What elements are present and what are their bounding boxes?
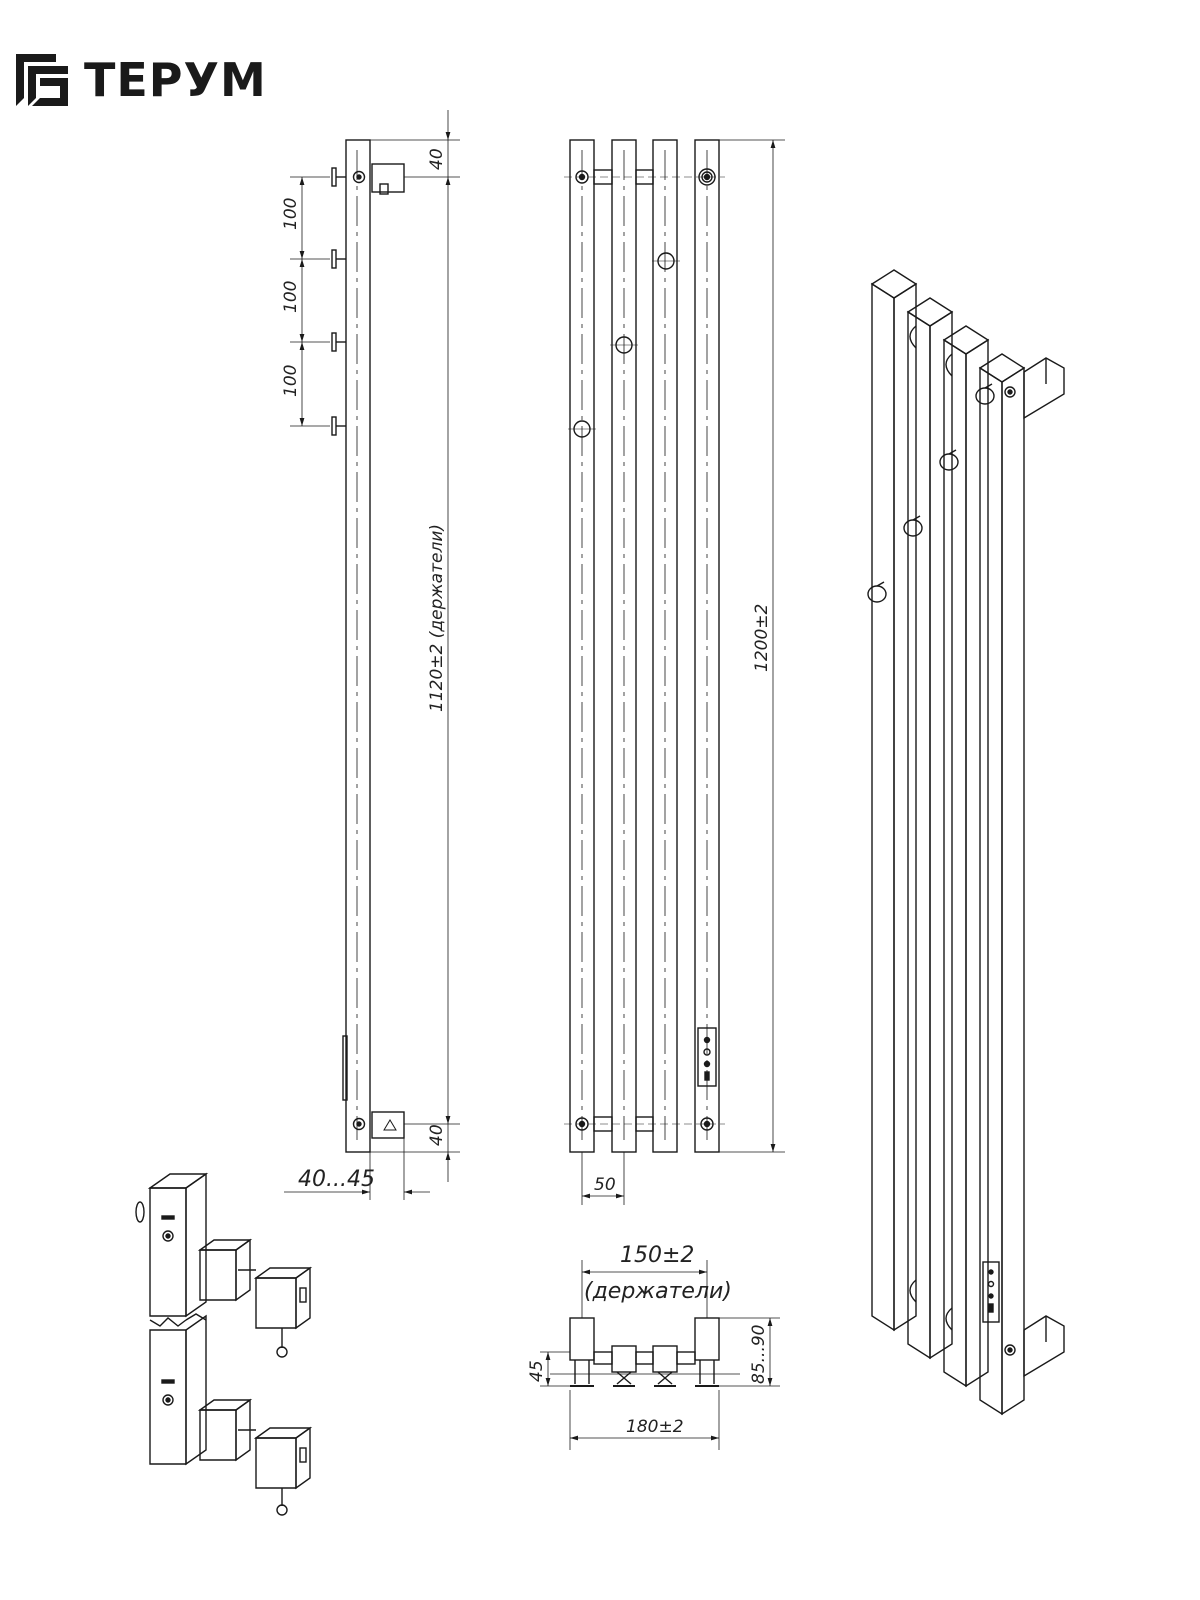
logo: ТЕРУМ: [12, 50, 267, 110]
side-hooks: [331, 167, 346, 436]
plan-view: [540, 1260, 780, 1450]
iso-hooks: [867, 383, 995, 603]
dim-wall-depth: 85...90: [749, 1325, 769, 1384]
isometric-view: [867, 269, 1065, 1416]
bottom-screw: [352, 1117, 366, 1131]
dim-hook-spacing-1: 100: [281, 198, 301, 230]
plan-tube-right: [694, 1317, 720, 1361]
dim-plan-depth: 45: [527, 1360, 547, 1382]
iso-tube-1: [870, 269, 918, 1332]
dim-wall-gap: 40...45: [298, 1167, 375, 1192]
front-screws: [575, 168, 716, 1131]
iso-control-unit: [982, 1261, 1000, 1323]
front-tube-4: [694, 139, 720, 1153]
dim-hook-spacing-3: 100: [281, 365, 301, 397]
dim-holder-width: 150±2: [620, 1243, 694, 1268]
top-screw: [352, 170, 366, 184]
side-view: [284, 110, 460, 1200]
front-view: [564, 139, 785, 1205]
mounting-detail: [135, 1172, 313, 1516]
dim-top-offset: 40: [427, 148, 447, 170]
side-control-box: [342, 1035, 348, 1101]
dim-hook-spacing-2: 100: [281, 281, 301, 313]
bottom-holder: [371, 1111, 405, 1139]
control-buttons-icon: [703, 1036, 711, 1081]
dim-tube-pitch: 50: [594, 1175, 616, 1195]
dim-holder-span: 1120±2 (держатели): [427, 524, 447, 712]
dim-bottom-offset: 40: [427, 1124, 447, 1146]
front-tube-3: [652, 139, 678, 1153]
brand-name: ТЕРУМ: [84, 53, 267, 107]
front-control-unit: [697, 1027, 717, 1087]
dim-total-height: 1200±2: [752, 604, 772, 672]
dim-holder-label: (держатели): [584, 1279, 732, 1304]
plan-tube-left: [569, 1317, 595, 1361]
iso-tube-3: [942, 325, 990, 1388]
side-tube: [345, 139, 371, 1153]
iso-tube-2: [906, 297, 954, 1360]
dim-total-width: 180±2: [626, 1417, 684, 1437]
front-hooks: [568, 252, 680, 438]
iso-tube-4: [978, 353, 1026, 1416]
terum-logo-icon: [16, 54, 68, 106]
